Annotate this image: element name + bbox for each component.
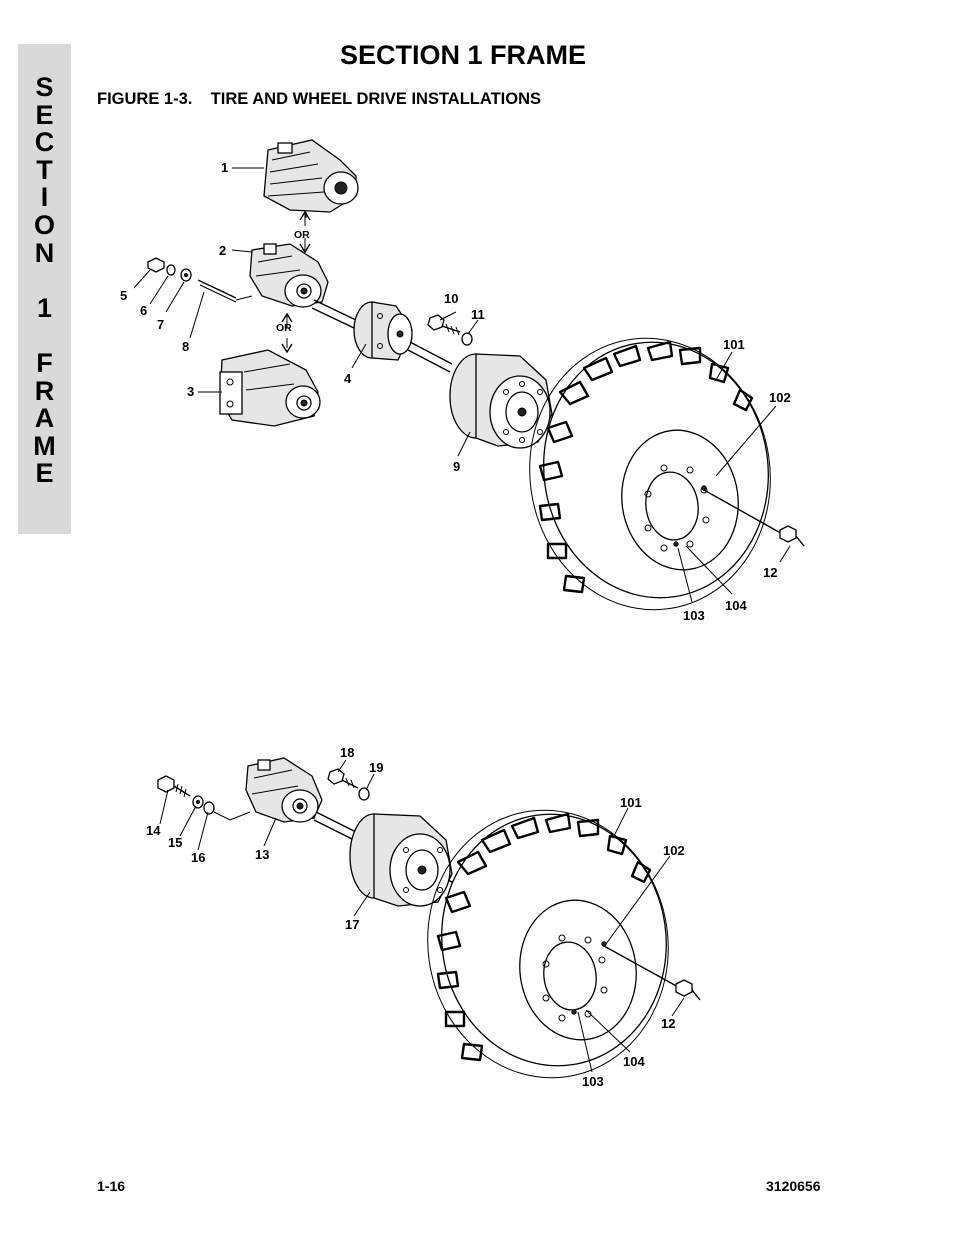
drive-motor-option-2 [249, 243, 329, 308]
drive-motor-option-3 [219, 349, 321, 427]
side-tab-letter: M [33, 430, 56, 461]
side-tab-letter: S [35, 72, 54, 102]
or-label: OR [276, 322, 292, 334]
upper-drive-assembly: OR OR 1 2 3 4 5 6 7 8 9 10 11 101 102 12… [120, 139, 805, 623]
bolt-washer-upper [427, 314, 473, 346]
side-tab-letter: N [34, 237, 55, 268]
callout: 9 [453, 459, 460, 474]
or-label: OR [294, 229, 310, 241]
callout: 104 [623, 1054, 645, 1069]
lug-nut-upper [779, 525, 805, 547]
side-tab-letter: 1 [36, 292, 53, 323]
callout: 4 [344, 371, 352, 386]
callout: 12 [763, 565, 777, 580]
callout: 103 [683, 608, 705, 623]
callout: 11 [471, 307, 485, 322]
drive-coupling-4 [353, 301, 413, 361]
callout: 1 [221, 160, 228, 175]
side-tab-letter: T [36, 154, 53, 185]
side-tab-letter: E [35, 458, 54, 489]
side-tab-letter: A [34, 403, 55, 434]
side-tab-letter: E [35, 99, 54, 130]
callout: 8 [182, 339, 189, 354]
side-tab-letter: F [36, 347, 53, 378]
page-number: 1-16 [97, 1178, 126, 1194]
callout: 13 [255, 847, 269, 862]
tire-wheel-lower [427, 809, 669, 1079]
side-tab-letter: O [33, 209, 55, 240]
callout: 102 [663, 843, 685, 858]
callout: 2 [219, 243, 226, 258]
callout: 12 [661, 1016, 675, 1031]
fastener-stack-upper [147, 257, 253, 303]
lug-nut-lower [675, 979, 701, 1001]
callout: 19 [369, 760, 383, 775]
lower-leader-lines [159, 759, 685, 1073]
figure-title: FIGURE 1-3. TIRE AND WHEEL DRIVE INSTALL… [97, 90, 541, 108]
section-side-tab: S E C T I O N 1 F R A M E [18, 44, 71, 534]
side-tab-letter: R [34, 375, 55, 406]
callout: 101 [723, 337, 745, 352]
lower-drive-assembly: 18 19 14 15 16 13 17 101 102 12 104 103 [146, 745, 701, 1089]
callout: 104 [725, 598, 747, 613]
callout: 10 [444, 291, 458, 306]
document-number: 3120656 [766, 1178, 821, 1194]
drive-hub-17 [349, 813, 453, 907]
fastener-stack-lower [157, 775, 251, 821]
callout: 18 [340, 745, 354, 760]
side-tab-letter: C [34, 127, 55, 158]
callout: 17 [345, 917, 359, 932]
side-tab-letter: I [40, 182, 49, 213]
callout: 15 [168, 835, 182, 850]
tire-wheel-upper [529, 337, 771, 611]
callout: 16 [191, 850, 205, 865]
callout: 101 [620, 795, 642, 810]
bolt-washer-lower [327, 768, 370, 801]
drive-motor-option-1 [263, 139, 359, 218]
callout: 5 [120, 288, 127, 303]
callout: 6 [140, 303, 147, 318]
drive-motor-13 [245, 757, 323, 823]
side-tab-letters: S E C T I O N 1 F R A M E [18, 72, 71, 489]
callout: 103 [582, 1074, 604, 1089]
callout: 102 [769, 390, 791, 405]
callout: 7 [157, 317, 164, 332]
upper-leader-lines [133, 167, 791, 603]
callout: 14 [146, 823, 161, 838]
callout: 3 [187, 384, 194, 399]
page-title: SECTION 1 FRAME [339, 40, 587, 70]
drive-hub-9 [449, 353, 553, 449]
